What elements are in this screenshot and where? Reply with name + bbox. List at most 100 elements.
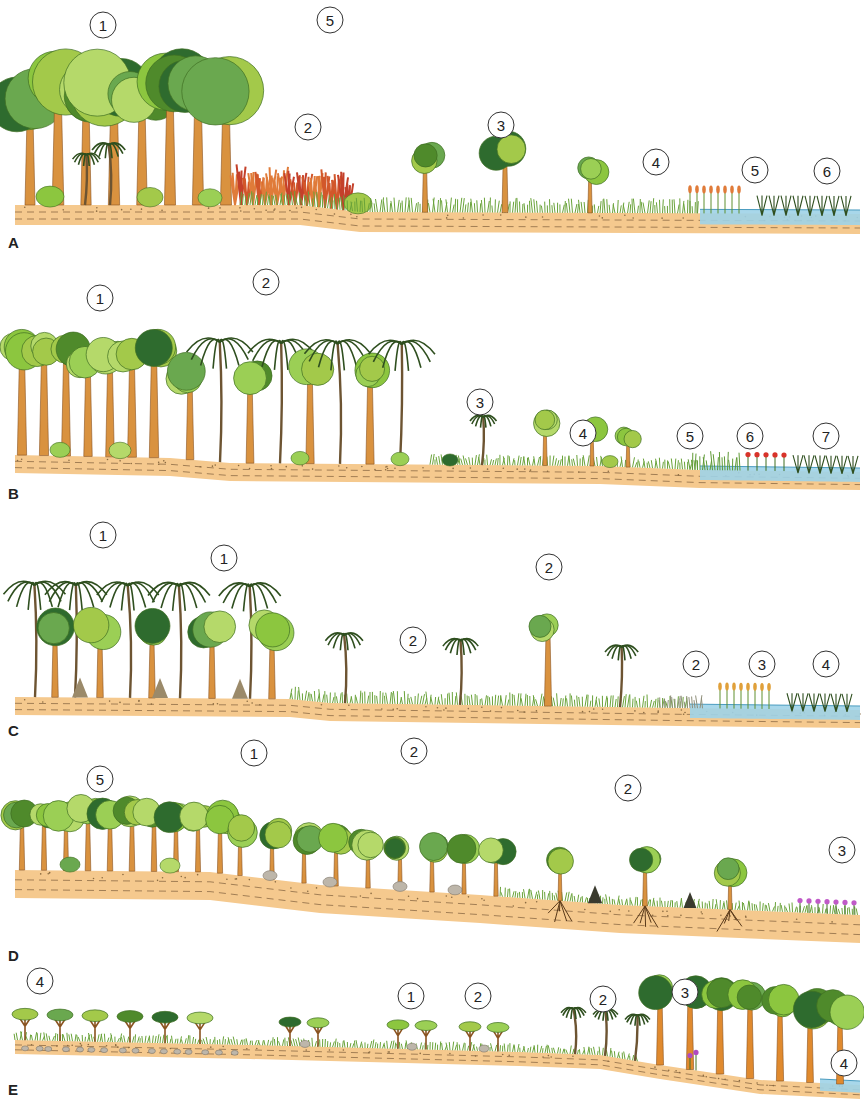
callout-circle: 1: [210, 544, 238, 572]
circle-outline: [467, 389, 493, 415]
soil-grain: [500, 214, 502, 216]
palm-frond: [243, 584, 249, 611]
aquatic-plant: [793, 196, 803, 216]
soil-layer: [15, 1050, 860, 1095]
soil-grain: [259, 704, 261, 706]
callout-circle: 3: [466, 388, 494, 416]
aquatic-plant: [820, 694, 830, 712]
reed-head: [716, 185, 720, 193]
soil-grain: [578, 471, 580, 473]
soil-grain: [609, 911, 611, 913]
tree-crown: [152, 1011, 178, 1023]
soil-grain: [316, 887, 318, 889]
soil-grain: [481, 706, 483, 708]
circle-outline: [536, 554, 562, 580]
soil-grain: [385, 466, 387, 468]
rock: [202, 1050, 209, 1055]
shrub: [160, 858, 180, 873]
callout-circle: 2: [589, 985, 617, 1013]
callout-circle: 2: [682, 650, 710, 678]
soil-grain: [703, 1075, 705, 1077]
tree-crown: [385, 836, 409, 860]
callout-circle: 4: [642, 148, 670, 176]
soil-grain: [343, 1049, 345, 1051]
tree-crown: [630, 848, 653, 871]
soil-grain: [96, 207, 98, 209]
palm-trunk: [250, 587, 252, 699]
soil-grain: [654, 1066, 656, 1068]
reed: [727, 689, 728, 709]
soil-grain: [542, 1056, 544, 1058]
callout-circle: 3: [828, 836, 856, 864]
soil-grain: [56, 1045, 58, 1047]
palm-trunk: [344, 635, 346, 703]
soil-grain: [93, 878, 95, 880]
callout-number: 5: [751, 163, 759, 178]
soil-grain: [447, 215, 449, 217]
soil-grain: [628, 910, 630, 912]
soil-grain: [408, 895, 410, 897]
reed: [697, 191, 698, 213]
circle-outline: [87, 766, 113, 792]
soil-grain: [525, 216, 527, 218]
soil-grain: [49, 872, 51, 874]
palm-trunk: [75, 585, 77, 697]
soil-grain: [584, 909, 586, 911]
tree-crown: [204, 611, 236, 643]
soil-grain: [529, 471, 531, 473]
soil-grain: [443, 709, 445, 711]
tree-crown: [415, 1021, 437, 1031]
reed: [720, 688, 721, 708]
soil-grain: [683, 713, 685, 715]
grass: [290, 687, 688, 708]
reed: [718, 191, 719, 213]
soil-grain: [271, 468, 273, 470]
soil-grain: [475, 1055, 477, 1057]
palm-trunk: [605, 1011, 607, 1056]
reed: [755, 689, 756, 709]
panel-letter: C: [8, 723, 19, 738]
aquatic-plant: [831, 694, 841, 712]
reed-head: [702, 185, 706, 193]
palm-frond: [344, 633, 363, 641]
soil-grain: [589, 711, 591, 713]
soil-grain: [138, 700, 140, 702]
soil-grain: [516, 468, 518, 470]
circle-outline: [295, 114, 321, 140]
rock: [300, 1040, 310, 1047]
soil-grain: [724, 1079, 726, 1081]
rock: [101, 1048, 108, 1053]
soil-grain: [490, 710, 492, 712]
tree-crown: [459, 1022, 481, 1032]
soil-grain: [682, 217, 684, 219]
circle-outline: [465, 983, 491, 1009]
circle-outline: [90, 12, 116, 38]
soil-grain: [42, 701, 44, 703]
soil-grain: [350, 214, 352, 216]
rock: [323, 877, 337, 887]
soil-grain: [290, 887, 292, 889]
soil-grain: [607, 470, 609, 472]
tree-crown: [624, 430, 641, 447]
soil-grain: [632, 217, 634, 219]
soil-grain: [523, 711, 525, 713]
tree-crown: [360, 356, 385, 381]
rock: [231, 1050, 238, 1055]
palm-frond: [573, 1008, 585, 1013]
callout-circle: 1: [89, 521, 117, 549]
reed-head: [737, 186, 741, 194]
callout-number: 4: [579, 426, 587, 441]
soil-grain: [285, 466, 287, 468]
palm-frond: [637, 1015, 640, 1026]
aquatic-plant: [829, 196, 839, 216]
soil-grain: [662, 911, 664, 913]
soil-grain: [157, 880, 159, 882]
soil-grain: [214, 464, 216, 466]
rock: [215, 1050, 222, 1055]
soil-grain: [360, 895, 362, 897]
palm-frond: [338, 341, 345, 370]
soil-grain: [107, 459, 109, 461]
callout-number: 4: [840, 1056, 848, 1071]
tree-crown: [487, 1022, 509, 1032]
circle-outline: [813, 651, 839, 677]
